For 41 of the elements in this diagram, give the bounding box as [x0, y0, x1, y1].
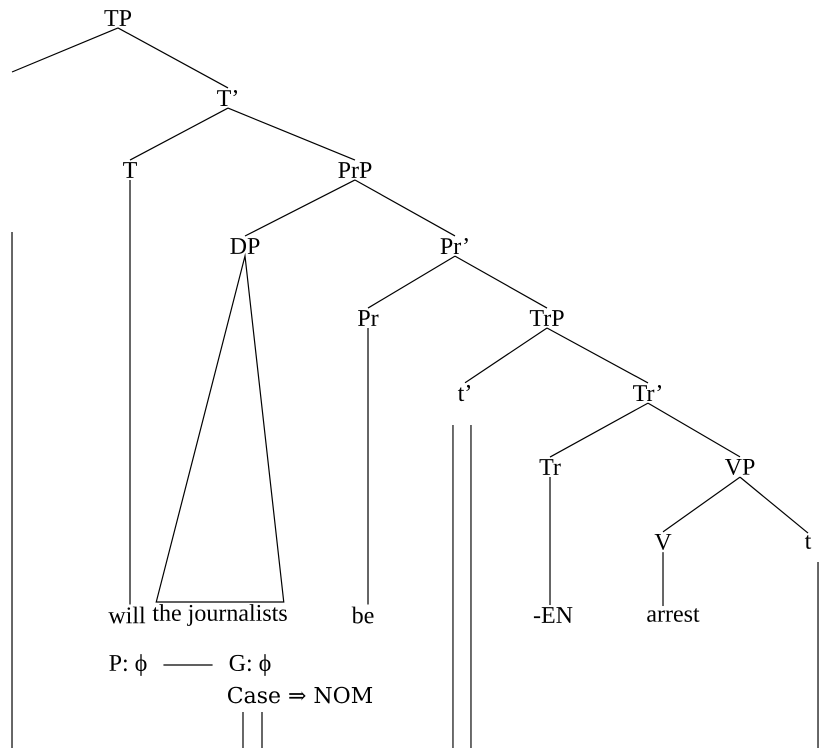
branch-line — [546, 327, 648, 384]
tree-label: t’ — [458, 384, 470, 402]
tree-label: will — [108, 606, 146, 624]
tree-label: DP — [230, 238, 260, 254]
tree-label: T — [123, 162, 137, 178]
branch-line — [740, 476, 808, 534]
tree-label: P: ϕ — [109, 654, 146, 676]
branch-line — [662, 476, 740, 532]
tree-label: the journalists — [152, 604, 287, 626]
branch-line — [454, 256, 548, 309]
tree-label: Tr — [540, 459, 561, 475]
tree-label: T’ — [217, 90, 238, 106]
tree-label: Tr’ — [633, 385, 662, 401]
tree-label: arrest — [647, 608, 700, 622]
tree-label: TrP — [530, 310, 564, 326]
branch-line — [662, 552, 664, 606]
tree-label: V — [654, 534, 672, 550]
branch-line — [130, 108, 228, 161]
branch-line — [464, 327, 548, 384]
tree-label: Pr — [358, 310, 378, 326]
branch-line — [244, 179, 356, 237]
tree-label: TP — [104, 10, 132, 26]
link-line — [163, 664, 213, 666]
branch-line — [368, 256, 456, 309]
branch-line — [354, 179, 456, 236]
tree-label: PrP — [338, 162, 372, 178]
tree-label: Pr’ — [440, 238, 468, 254]
branch-line — [12, 27, 118, 73]
feature-label: Case ⇒ NOM — [228, 686, 372, 704]
tree-label: be — [352, 606, 374, 624]
branch-line — [118, 27, 228, 88]
tree-label: -EN — [534, 607, 572, 623]
branch-line — [549, 476, 551, 606]
branch-line — [129, 180, 131, 604]
branch-line — [550, 402, 648, 458]
tree-label: t — [804, 535, 812, 549]
branch-line — [228, 108, 356, 161]
tree-label: VP — [724, 458, 754, 476]
branch-line — [648, 402, 740, 458]
branch-line — [367, 328, 369, 604]
tree-label: G: ϕ — [230, 654, 270, 676]
